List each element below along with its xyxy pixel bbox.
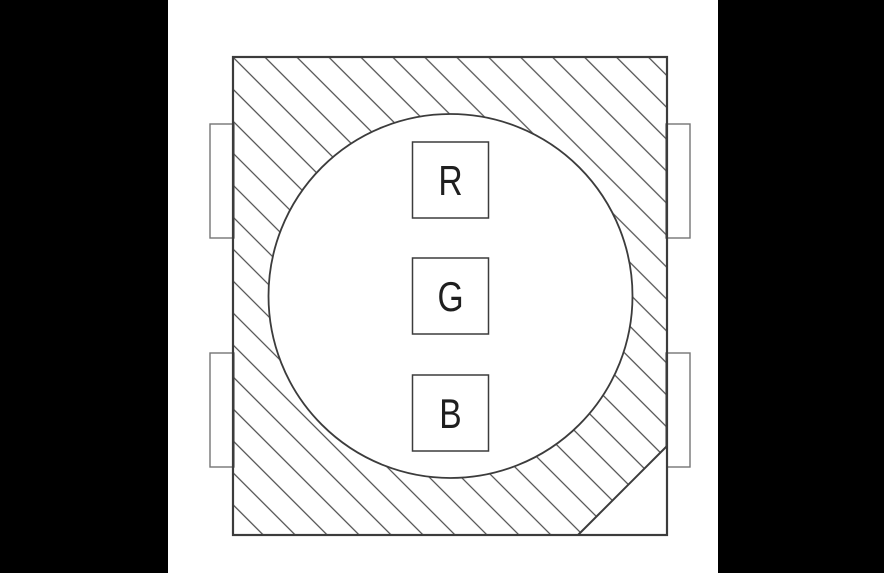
- lead-tab-left-bottom: [209, 352, 235, 468]
- chip-blue-label-group: B: [439, 392, 461, 438]
- chip-red-square: [411, 141, 490, 219]
- chip-green-label-group: G: [437, 275, 463, 321]
- package-body-outline: [231, 55, 669, 537]
- chamfer-line: [577, 445, 668, 536]
- letterbox-right: [718, 0, 884, 573]
- lead-tab-right-top: [665, 123, 691, 239]
- chip-blue-label: B: [439, 392, 461, 438]
- lead-tab-right-bottom: [665, 352, 691, 468]
- chip-red-label: R: [438, 159, 462, 205]
- chip-green-label: G: [437, 275, 463, 321]
- lead-tab-left-top: [209, 123, 235, 239]
- chip-green-square: [411, 257, 490, 335]
- led-package-top-view: R G B: [209, 55, 691, 537]
- chip-blue-square: [411, 374, 490, 452]
- chip-red-label-group: R: [438, 159, 462, 205]
- letterbox-left: [0, 0, 168, 573]
